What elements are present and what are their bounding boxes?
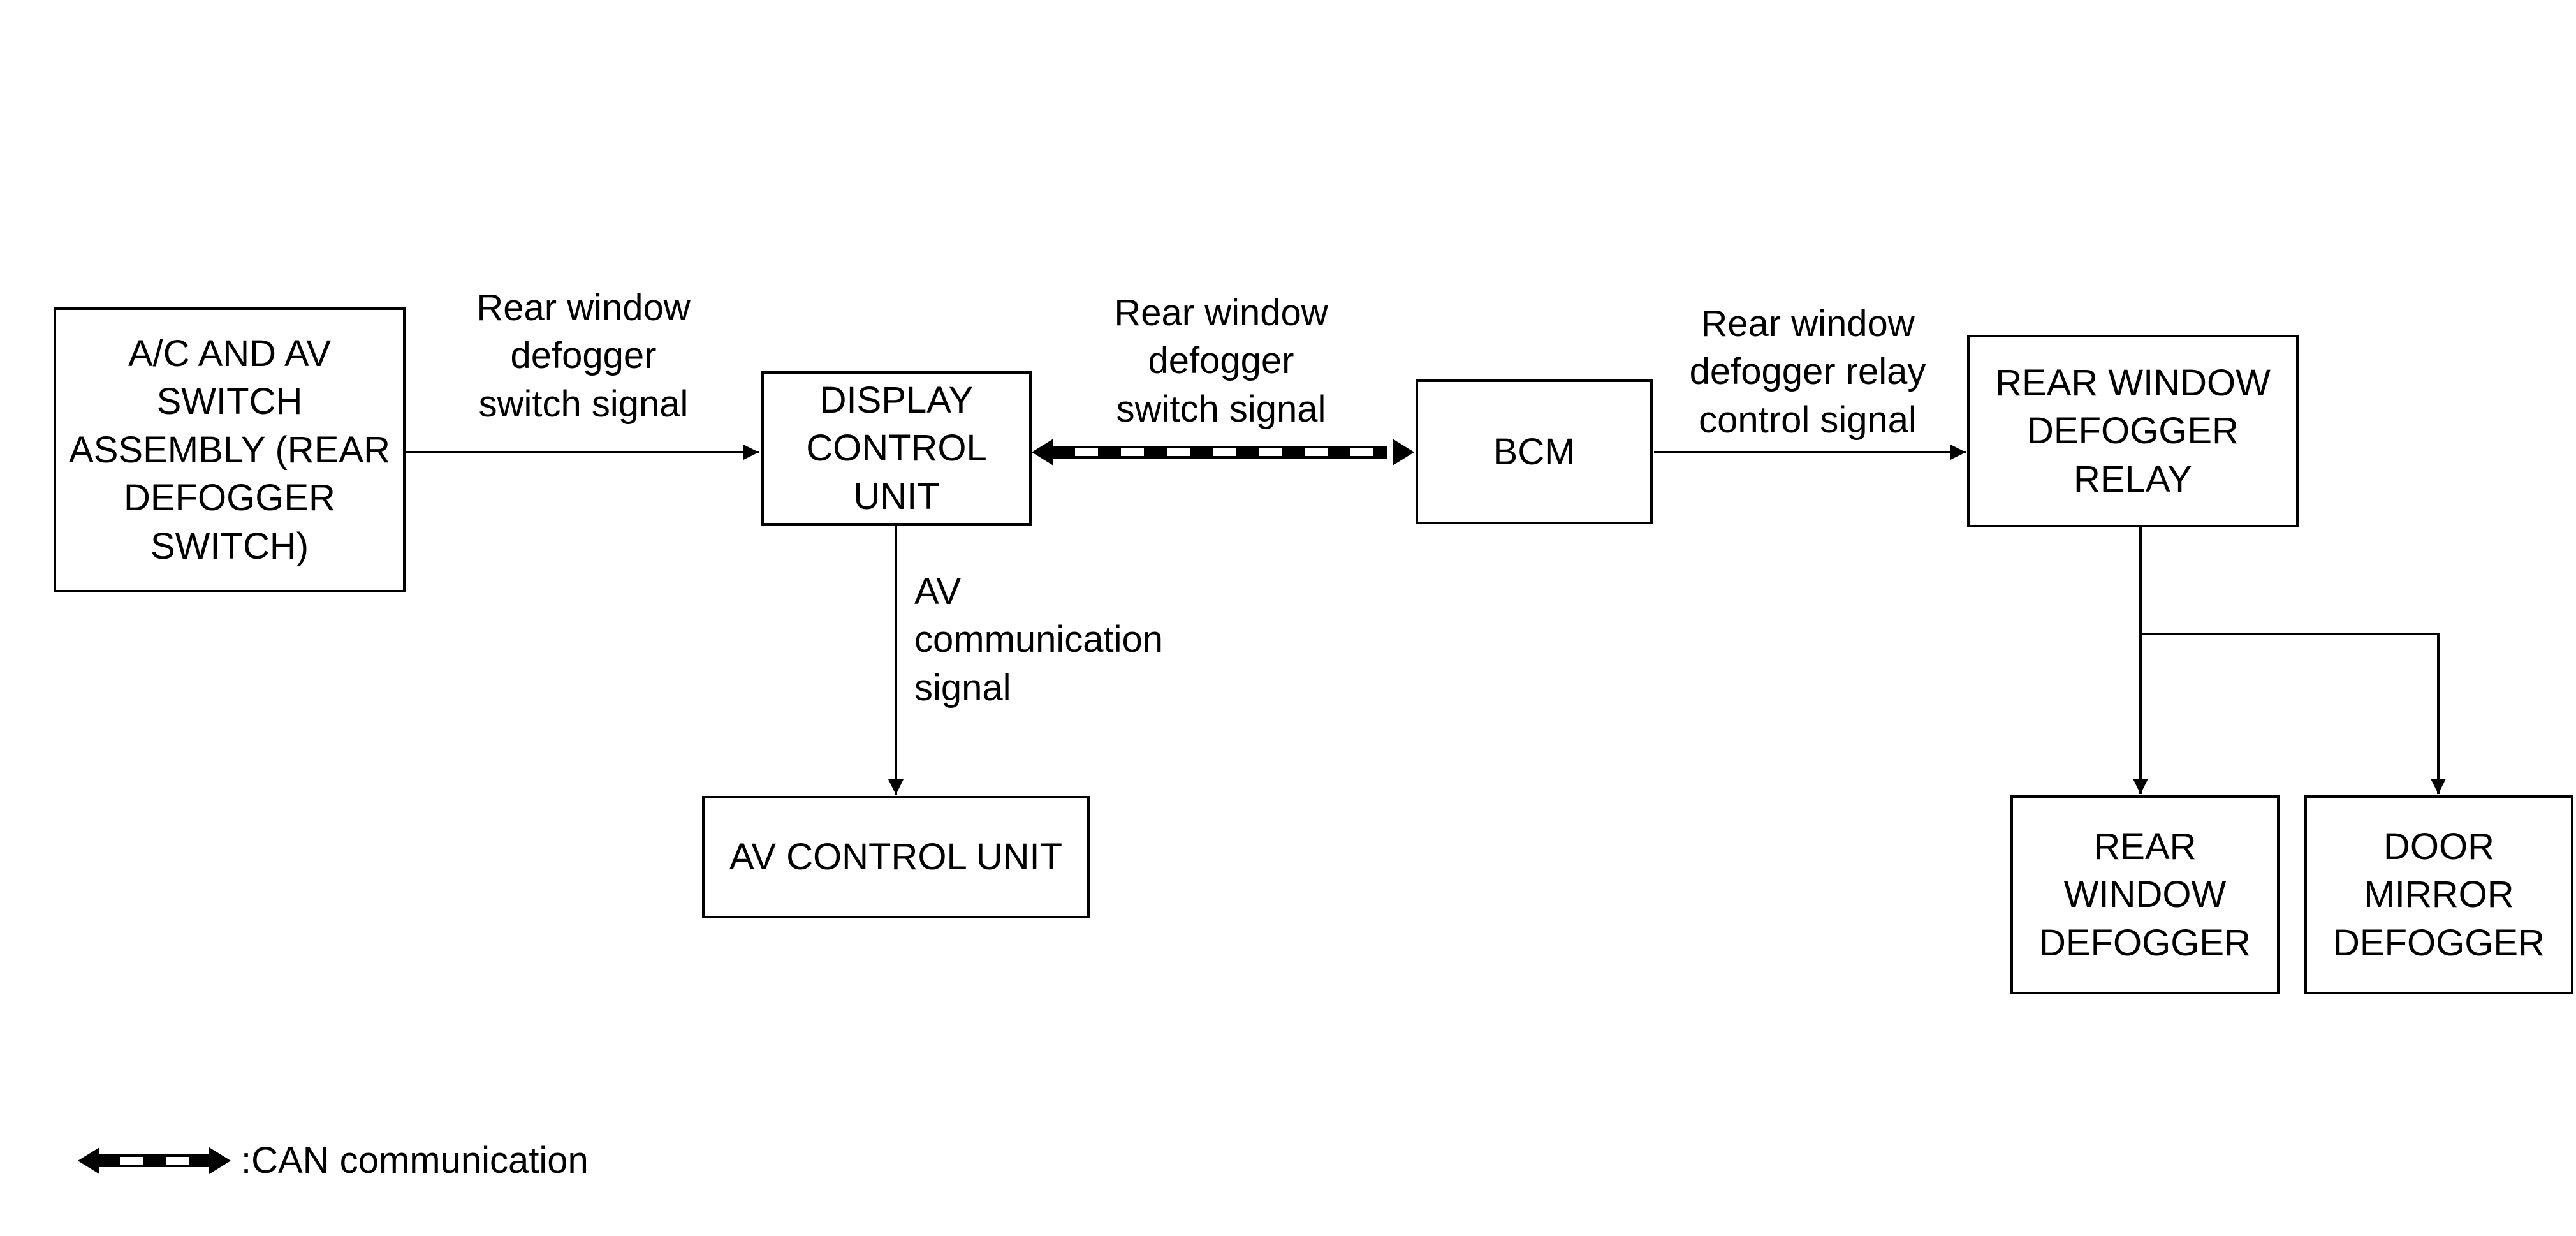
av-control-unit-box: AV CONTROL UNIT — [702, 796, 1090, 918]
signal-label-display-to-av: AV communication signal — [914, 571, 1164, 709]
ac-av-switch-assembly-box: A/C AND AV SWITCH ASSEMBLY (REAR DEFOGGE… — [54, 307, 406, 592]
can-link-display-bcm — [1032, 439, 1414, 466]
door-mirror-defogger-box: DOOR MIRROR DEFOGGER — [2304, 795, 2573, 994]
rear-window-defogger-box: REAR WINDOW DEFOGGER — [2010, 795, 2280, 994]
signal-label-switch-to-display: Rear window defogger switch signal — [476, 287, 691, 425]
bcm-box: BCM — [1416, 379, 1653, 524]
rear-window-defogger-relay-box: REAR WINDOW DEFOGGER RELAY — [1967, 335, 2299, 527]
legend-can-symbol — [78, 1147, 231, 1174]
signal-label-bcm-to-relay: Rear window defogger relay control signa… — [1689, 303, 1926, 441]
display-control-unit-box: DISPLAY CONTROL UNIT — [761, 371, 1032, 526]
signal-label-display-to-bcm: Rear window defogger switch signal — [1114, 292, 1328, 430]
legend-can-label: :CAN communication — [241, 1140, 589, 1181]
